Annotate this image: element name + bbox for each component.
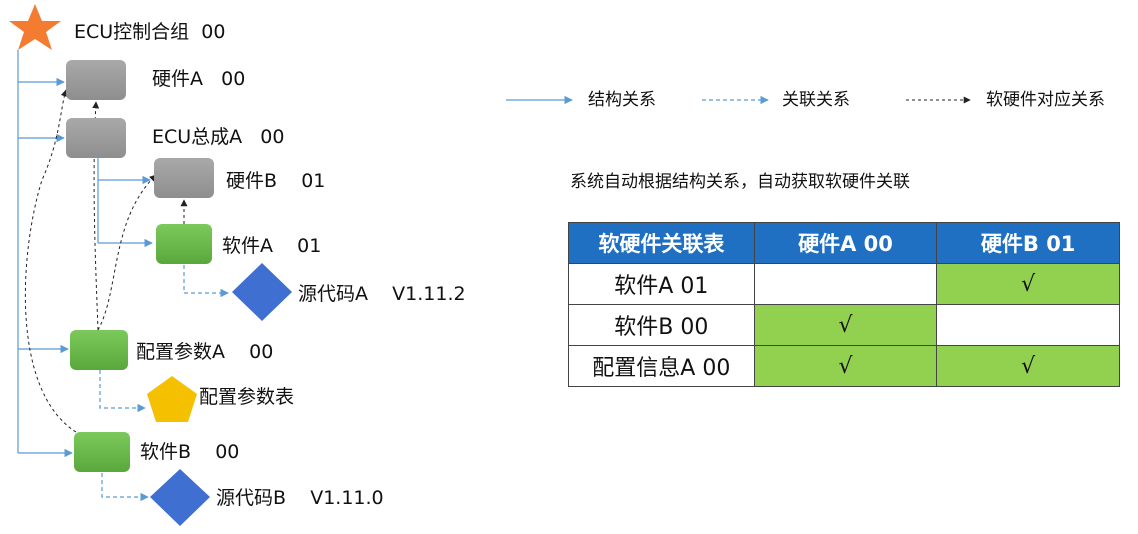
star-icon xyxy=(9,4,61,50)
node-sw-b[interactable] xyxy=(74,432,130,472)
matrix-header: 硬件A 00 xyxy=(753,222,938,264)
root-label: ECU控制合组 00 xyxy=(74,21,226,43)
table-row: 软件A 01 √ xyxy=(568,263,1120,305)
cfg-a-label: 配置参数A 00 xyxy=(136,341,274,363)
matrix-cell: √ xyxy=(936,263,1120,305)
legend-sw-hw: 软硬件对应关系 xyxy=(986,90,1105,110)
cfg-table-label: 配置参数表 xyxy=(199,386,295,408)
matrix-cell xyxy=(753,263,938,305)
diamond-icon xyxy=(232,263,292,321)
sw-b-label: 软件B 00 xyxy=(140,441,240,463)
sw-a-label: 软件A 01 xyxy=(222,235,322,257)
matrix-header: 硬件B 01 xyxy=(936,222,1120,264)
matrix-cell: √ xyxy=(753,345,938,387)
row-label: 配置信息A 00 xyxy=(568,345,755,387)
structure-lines xyxy=(17,50,153,458)
ecu-a-label: ECU总成A 00 xyxy=(152,126,285,148)
diamond-icon xyxy=(150,469,210,526)
row-label: 软件B 00 xyxy=(568,304,755,346)
node-hw-a[interactable] xyxy=(66,60,126,100)
legend-association: 关联关系 xyxy=(782,90,850,110)
node-hw-b[interactable] xyxy=(154,158,214,198)
table-row: 配置信息A 00 √ √ xyxy=(568,345,1120,387)
table-row: 软件B 00 √ xyxy=(568,304,1120,346)
hw-a-label: 硬件A 00 xyxy=(152,68,246,90)
matrix-header: 软硬件关联表 xyxy=(568,222,755,264)
node-sw-a[interactable] xyxy=(156,224,212,264)
node-cfg-a[interactable] xyxy=(70,330,128,370)
hw-b-label: 硬件B 01 xyxy=(226,170,326,192)
node-ecu-a[interactable] xyxy=(66,118,126,158)
src-a-label: 源代码A V1.11.2 xyxy=(298,283,466,305)
pentagon-icon xyxy=(147,376,197,422)
matrix-cell: √ xyxy=(936,345,1120,387)
matrix-header-row: 软硬件关联表 硬件A 00 硬件B 01 xyxy=(568,222,1120,264)
src-b-label: 源代码B V1.11.0 xyxy=(216,487,384,509)
association-lines xyxy=(99,265,229,502)
caption: 系统自动根据结构关系，自动获取软硬件关联 xyxy=(570,172,910,192)
matrix-cell: √ xyxy=(753,304,938,346)
matrix-cell xyxy=(936,304,1120,346)
row-label: 软件A 01 xyxy=(568,263,755,305)
legend-structure: 结构关系 xyxy=(588,90,656,110)
sw-hw-matrix: 软硬件关联表 硬件A 00 硬件B 01 软件A 01 √ 软件B 00 √ 配… xyxy=(568,222,1120,387)
